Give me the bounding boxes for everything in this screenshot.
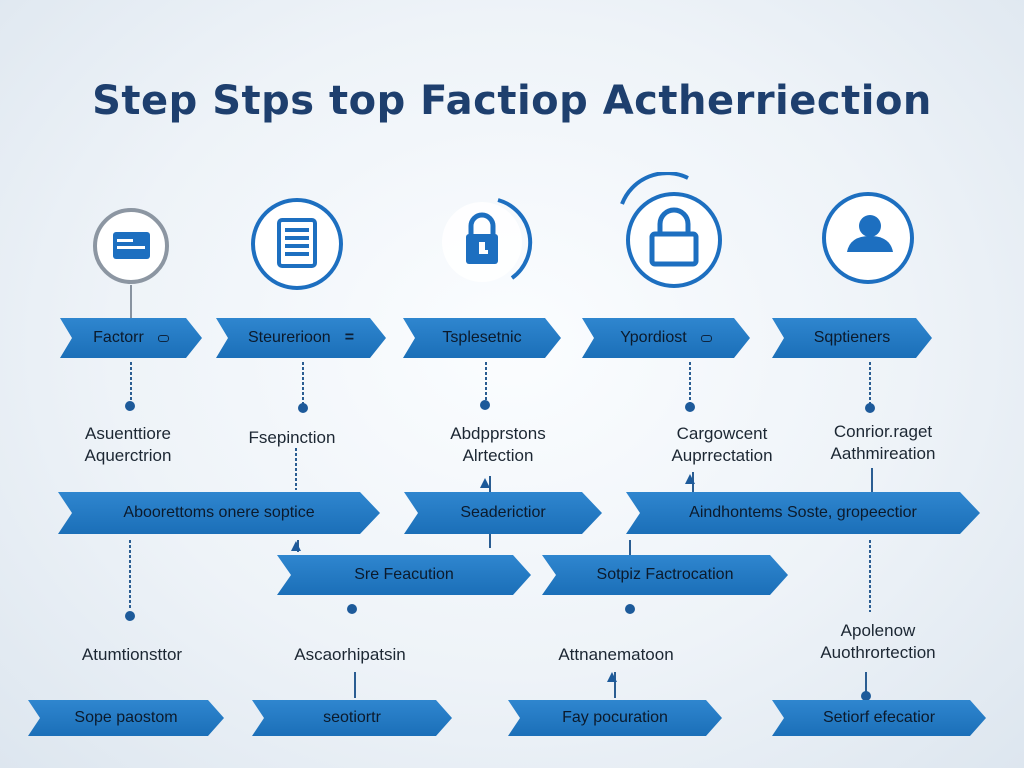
step-label: Sope paostom [74, 709, 178, 726]
user-icon [822, 192, 914, 284]
step-description: Attnanematoon [536, 644, 696, 666]
description-line: Auothrortection [820, 643, 936, 662]
document-icon [251, 198, 343, 290]
step-label: Tsplesetnic [442, 329, 522, 346]
step-label: Sqptieners [813, 329, 891, 346]
description-line: Attnanematoon [558, 645, 674, 664]
description-line: Abdpprstons [450, 424, 546, 443]
lock-icon [620, 172, 722, 288]
step-arrow: Sope paostom [28, 700, 224, 736]
step-description: Asuenttiore Aquerctrion [58, 423, 198, 467]
step-label: Factorr [93, 329, 144, 346]
step-description: Abdpprstons Alrtection [428, 423, 568, 467]
step-label: Ypordiost [620, 329, 687, 346]
description-line: Asuenttiore [85, 424, 171, 443]
description-line: Alrtection [462, 446, 534, 465]
step-arrow: Ypordiost [582, 318, 750, 358]
step-arrow: Setiorf efecatior [772, 700, 986, 736]
step-label: Steurerioon [247, 329, 331, 346]
step-description: Ascaorhipatsin [270, 644, 430, 666]
step-arrow: Factorr [60, 318, 202, 358]
description-line: Apolenow [840, 621, 916, 640]
description-line: Atumtionsttor [81, 645, 183, 664]
step-arrow: Sotpiz Factrocation [542, 555, 788, 595]
step-arrow: Aindhontems Soste, gropeectior [626, 492, 980, 534]
step-description: Fsepinction [222, 427, 362, 449]
step-arrow: Steurerioon= [216, 318, 386, 358]
step-label: Sre Feacution [354, 566, 454, 583]
step-arrow: Tsplesetnic [403, 318, 561, 358]
description-line: Aathmireation [830, 444, 936, 463]
step-arrow: Sre Feacution [277, 555, 531, 595]
step-arrow: Seaderictior [404, 492, 602, 534]
step-arrow: Sqptieners [772, 318, 932, 358]
step-label: Setiorf efecatior [822, 709, 936, 726]
step-arrow: seotiortr [252, 700, 452, 736]
description-line: Fsepinction [248, 428, 336, 447]
description-line: Cargowcent [676, 424, 768, 443]
description-line: Aquerctrion [84, 446, 172, 465]
step-label: Aboorettoms onere soptice [123, 504, 315, 521]
step-label: Fay pocuration [562, 709, 668, 726]
step-label: seotiortr [323, 709, 381, 726]
step-label: Seaderictior [460, 504, 546, 521]
step-label: Aindhontems Soste, gropeectior [689, 504, 917, 521]
step-description: Atumtionsttor [52, 644, 212, 666]
padlock-icon [442, 198, 533, 282]
step-description: Conrior.raget Aathmireation [808, 421, 958, 465]
description-line: Ascaorhipatsin [294, 645, 406, 664]
description-line: Conrior.raget [833, 422, 933, 441]
step-description: Cargowcent Auprrectation [642, 423, 802, 467]
card-icon [93, 208, 169, 284]
step-arrow: Fay pocuration [508, 700, 722, 736]
page-title: Step Stps top Factiop Actherriection [92, 78, 932, 124]
description-line: Auprrectation [671, 446, 773, 465]
step-label: Sotpiz Factrocation [596, 566, 734, 583]
step-description: Apolenow Auothrortection [798, 620, 958, 664]
step-arrow: Aboorettoms onere soptice [58, 492, 380, 534]
